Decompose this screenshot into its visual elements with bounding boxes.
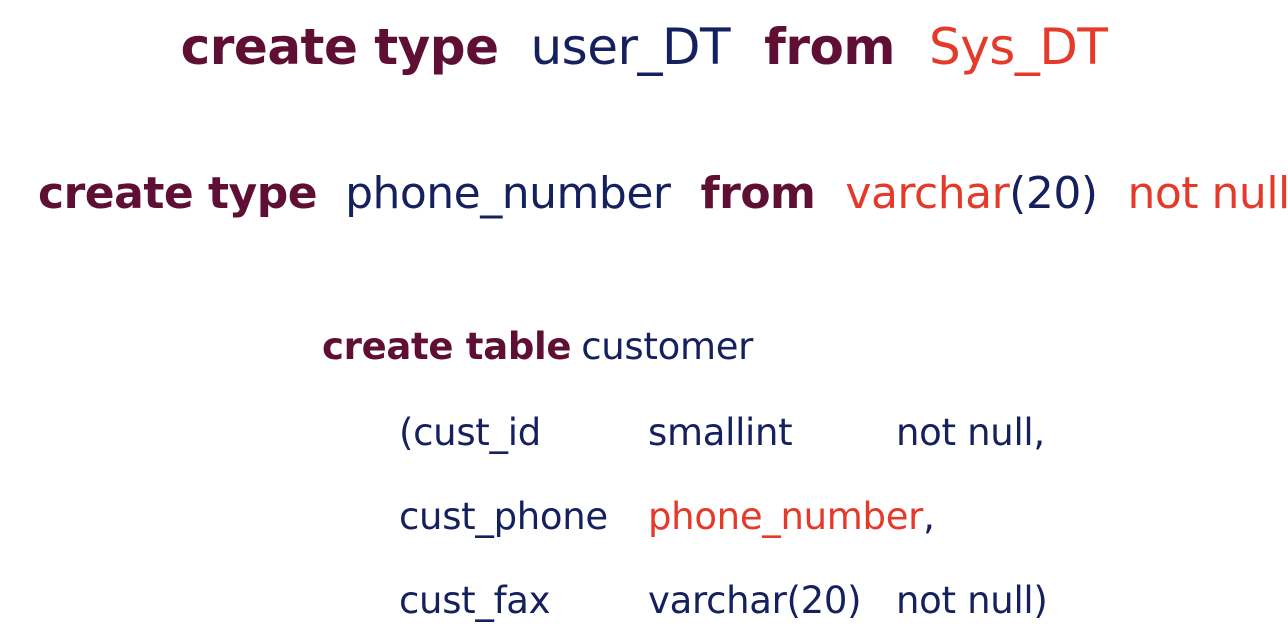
base-type-args: (20) <box>1009 168 1098 219</box>
table-name: customer <box>581 325 754 368</box>
column-suffix: , <box>923 495 935 538</box>
keyword-create-table: create table <box>322 325 572 368</box>
column-name: (cust_id <box>399 411 541 454</box>
keyword-create-type: create type <box>180 18 499 76</box>
type-name: phone_number <box>345 168 671 219</box>
column-name: cust_phone <box>399 495 608 538</box>
base-type: varchar <box>845 168 1010 219</box>
column-type-with-suffix: phone_number, <box>648 498 935 535</box>
keyword-from: from <box>764 18 895 76</box>
column-type: phone_number <box>648 495 924 538</box>
column-constraint: not null, <box>896 411 1045 454</box>
keyword-create-type: create type <box>38 168 318 219</box>
column-type: varchar(20) <box>648 579 862 622</box>
type-name: user_DT <box>530 18 731 76</box>
base-type: Sys_DT <box>928 18 1108 76</box>
column-constraint: not null) <box>896 579 1048 622</box>
column-name: cust_fax <box>399 579 551 622</box>
keyword-from: from <box>700 168 816 219</box>
column-type: smallint <box>648 411 793 454</box>
constraint: not null <box>1127 168 1288 219</box>
